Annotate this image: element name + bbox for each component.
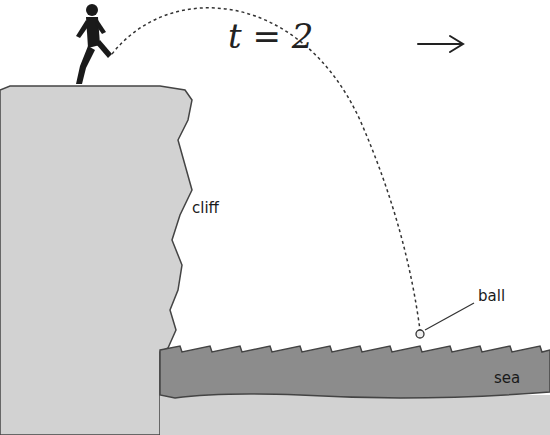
part-name: cliff bbox=[192, 200, 219, 217]
trajectory bbox=[112, 8, 420, 330]
leader-line bbox=[425, 303, 474, 330]
part-name: ball bbox=[478, 288, 505, 305]
time-note: t = 2 bbox=[228, 18, 313, 55]
part-name: sea bbox=[494, 370, 520, 387]
person-figure bbox=[76, 4, 112, 84]
ball-symbol bbox=[416, 330, 424, 338]
sea-band bbox=[160, 346, 550, 398]
direction-arrow bbox=[418, 36, 463, 52]
